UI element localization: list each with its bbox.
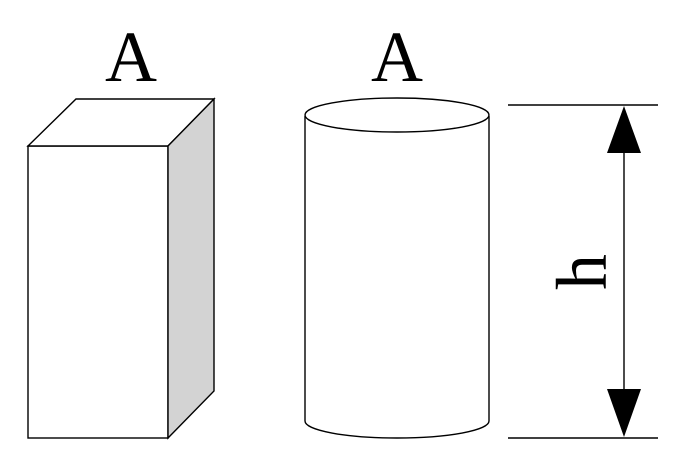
rectangular-prism [26,97,216,440]
height-dimension: h [508,104,658,439]
prism-front-face [27,145,169,439]
cylinder [304,97,490,439]
height-arrow-up-icon [607,106,641,153]
cylinder-body [304,116,490,439]
height-label: h [542,254,622,290]
prism-side-face [167,97,215,440]
prism-top-label: A [105,17,157,97]
cylinder-top-label: A [371,17,423,97]
height-arrow-down-icon [607,389,641,437]
cylinder-top-ellipse [304,97,490,133]
